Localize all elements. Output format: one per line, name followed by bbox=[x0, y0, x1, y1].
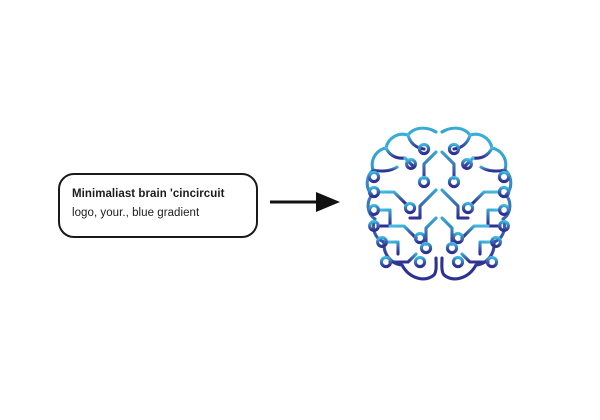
prompt-line-2: logo, your., blue gradient bbox=[72, 207, 200, 219]
prompt-text: Minimaliast brain 'cincircuit logo, your… bbox=[72, 185, 252, 223]
brain-right-hemisphere bbox=[440, 126, 513, 286]
prompt-box[interactable]: Minimaliast brain 'cincircuit logo, your… bbox=[58, 173, 258, 238]
brain-circuit-icon bbox=[365, 126, 513, 286]
arrow-right-icon bbox=[270, 192, 340, 212]
brain-left-hemisphere bbox=[365, 126, 438, 286]
prompt-line-1: Minimaliast brain 'cincircuit bbox=[72, 188, 225, 200]
